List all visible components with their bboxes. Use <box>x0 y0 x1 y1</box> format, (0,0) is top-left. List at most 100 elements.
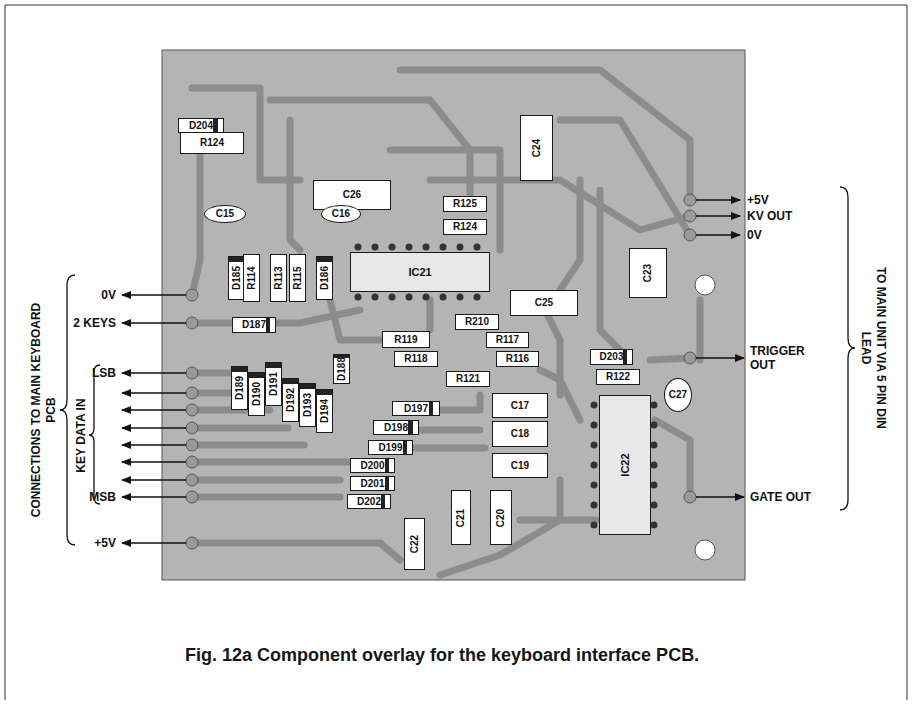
component-body: D197 <box>392 401 440 416</box>
component-label: D189 <box>235 376 245 400</box>
component-body: C23 <box>629 248 667 298</box>
bracket-label: CONNECTIONS TO MAIN KEYBOARD PCB <box>29 290 59 530</box>
component-label: C25 <box>535 298 553 308</box>
component-label: C21 <box>456 508 466 526</box>
signal-label: GATE OUT <box>750 490 811 504</box>
component-label: D191 <box>269 372 279 396</box>
component-label: D190 <box>252 382 262 406</box>
component-body: C27 <box>664 378 692 412</box>
component-body: C24 <box>520 115 553 181</box>
component-label: C26 <box>343 190 361 200</box>
component-label: IC22 <box>620 453 631 476</box>
component-body: R115 <box>289 254 306 302</box>
component-label: IC21 <box>408 267 431 278</box>
component-label: C24 <box>532 139 542 157</box>
component-label: C27 <box>669 390 687 400</box>
component-body: IC21 <box>350 252 490 292</box>
component-label: C19 <box>511 461 529 471</box>
component-label: D188 <box>337 357 347 381</box>
component-label: D199 <box>379 443 403 453</box>
component-label: C23 <box>643 264 653 282</box>
component-body: D192 <box>282 378 299 422</box>
component-body: R113 <box>270 254 287 302</box>
component-body: R118 <box>394 351 438 367</box>
component-label: D203 <box>600 352 624 362</box>
component-label: D194 <box>320 399 330 423</box>
signal-label: MSB <box>89 490 116 504</box>
component-label: R210 <box>465 317 489 327</box>
component-label: D202 <box>357 497 381 507</box>
component-label: C20 <box>496 508 506 526</box>
signal-label: LSB <box>92 366 116 380</box>
component-body: D188 <box>333 354 350 384</box>
component-body: R121 <box>446 371 490 387</box>
component-body: R124 <box>180 132 244 154</box>
component-label: R115 <box>293 266 303 289</box>
component-label: R124 <box>200 138 224 148</box>
component-body: D193 <box>299 383 316 427</box>
component-label: D197 <box>404 404 428 414</box>
component-body: D198 <box>373 420 419 435</box>
component-label: D200 <box>361 461 385 471</box>
component-body: R122 <box>596 369 640 385</box>
component-label: R119 <box>394 335 417 345</box>
component-label: D186 <box>320 266 330 290</box>
signal-label: TRIGGER OUT <box>750 344 822 373</box>
component-label: D204 <box>189 121 213 131</box>
bracket-label: TO MAIN UNIT VIA 5 PIN DIN LEAD <box>858 253 888 443</box>
component-body: D202 <box>347 494 391 509</box>
component-label: C18 <box>511 429 529 439</box>
component-body: R125 <box>443 196 487 212</box>
component-body: R117 <box>486 332 529 348</box>
component-body: C19 <box>492 453 548 478</box>
component-body: R210 <box>455 314 499 330</box>
signal-label: 0V <box>101 288 116 302</box>
component-body: R114 <box>243 254 260 302</box>
component-label: R122 <box>606 372 630 382</box>
component-body: D203 <box>590 349 633 365</box>
signal-label: +5V <box>94 536 116 550</box>
component-label: C22 <box>410 535 420 553</box>
component-label: C16 <box>332 209 350 219</box>
figure-caption: Fig. 12a Component overlay for the keybo… <box>185 645 699 666</box>
component-label: D193 <box>303 393 313 417</box>
component-body: C21 <box>451 490 471 545</box>
component-body: D190 <box>248 372 265 416</box>
signal-label: +5V <box>747 193 769 207</box>
component-body: D191 <box>265 362 282 406</box>
component-body: D187 <box>232 317 276 333</box>
component-label: D185 <box>232 266 242 290</box>
component-body: C22 <box>404 518 425 570</box>
bracket-label: KEY DATA IN <box>74 360 89 510</box>
component-body: C18 <box>492 421 548 447</box>
signal-label: 2 KEYS <box>73 316 116 330</box>
signal-label: KV OUT <box>747 209 792 223</box>
signal-label: 0V <box>747 228 762 242</box>
component-body: D200 <box>350 458 395 473</box>
component-label: R125 <box>453 199 477 209</box>
component-body: D194 <box>316 389 333 433</box>
component-body: R116 <box>496 351 539 367</box>
component-label: C15 <box>216 209 234 219</box>
component-label: R116 <box>506 354 529 364</box>
component-label: C17 <box>511 401 529 411</box>
component-label: R117 <box>496 335 519 345</box>
component-body: D189 <box>231 366 248 410</box>
component-body: R119 <box>382 331 430 348</box>
component-body: C17 <box>492 393 548 418</box>
component-body: D201 <box>350 476 395 491</box>
component-body: D199 <box>368 440 413 455</box>
component-body: IC22 <box>599 395 651 535</box>
component-body: C20 <box>490 490 512 545</box>
component-body: R124 <box>443 219 487 235</box>
component-body: D204 <box>178 118 224 133</box>
component-body: C25 <box>510 290 578 316</box>
component-label: R118 <box>404 354 427 364</box>
component-label: D198 <box>384 423 408 433</box>
component-label: R113 <box>274 266 284 289</box>
component-label: R121 <box>456 374 480 384</box>
component-label: D192 <box>286 388 296 412</box>
component-label: D187 <box>242 320 266 330</box>
component-label: D201 <box>361 479 385 489</box>
